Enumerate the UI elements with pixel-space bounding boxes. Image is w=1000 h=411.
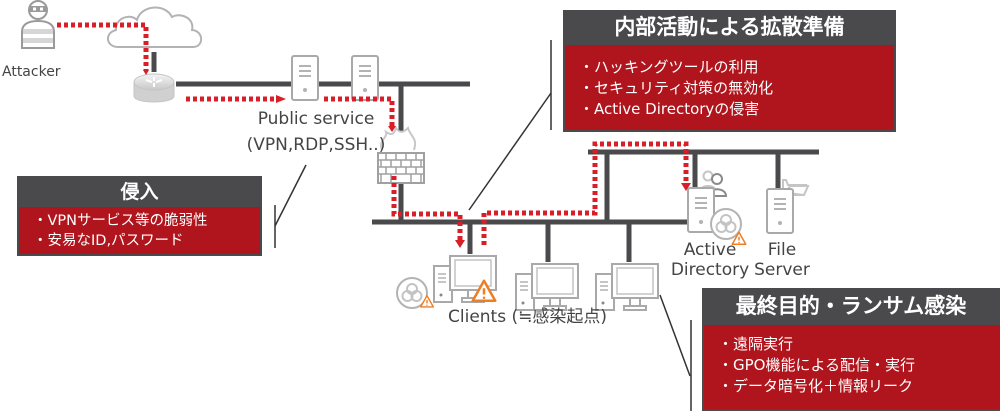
callout-lateral: 内部活動による拡散準備 ・ハッキングツールの利用 ・セキュリティ対策の無効化 ・… (563, 10, 896, 132)
network-lines (151, 52, 819, 262)
callout-final: 最終目的・ランサム感染 ・遠隔実行 ・GPO機能による配信・実行 ・データ暗号化… (702, 288, 1000, 411)
callout-lateral-item: ・セキュリティ対策の無効化 (579, 79, 774, 97)
callout-lateral-body: ・ハッキングツールの利用 ・セキュリティ対策の無効化 ・Active Direc… (563, 42, 896, 132)
public-server-1-icon (291, 55, 319, 101)
attack-arrowheads (143, 70, 691, 248)
callout-final-item: ・遠隔実行 (718, 335, 794, 353)
file-server-icon (766, 188, 794, 234)
client-pc-3-icon (595, 263, 659, 311)
cloud-icon (107, 6, 203, 48)
active-directory-label: Active Directory (670, 240, 750, 280)
attack-path (57, 22, 689, 245)
public-service-label-line2: (VPN,RDP,SSH..) (246, 134, 386, 155)
attacker-label: Attacker (2, 64, 61, 80)
public-service-label-line1: Public service (257, 109, 375, 129)
callout-final-item: ・GPO機能による配信・実行 (718, 356, 916, 374)
ad-biohazard-icon (710, 208, 742, 240)
callout-final-item: ・データ暗号化＋情報リーク (718, 377, 914, 395)
callout-final-body: ・遠隔実行 ・GPO機能による配信・実行 ・データ暗号化＋情報リーク (702, 322, 1000, 411)
arrow-to-ad (681, 183, 691, 191)
router-icon (133, 73, 175, 103)
callout-intrusion-item: ・安易なID,パスワード (33, 233, 184, 249)
callout-intrusion-item: ・VPNサービス等の脆弱性 (33, 213, 208, 229)
callout-connectors (274, 40, 692, 411)
arrow-to-public-service (276, 95, 286, 103)
callout-final-title: 最終目的・ランサム感染 (702, 288, 1000, 322)
arrow-to-client (455, 240, 465, 248)
file-server-label-line1: File (767, 240, 797, 260)
firewall-icon (377, 125, 425, 184)
masked-attacker-icon (21, 0, 55, 49)
callout-intrusion-body: ・VPNサービス等の脆弱性 ・安易なID,パスワード (17, 204, 262, 256)
callout-lateral-item: ・ハッキングツールの利用 (579, 58, 759, 76)
file-server-label-line2: Server (754, 259, 810, 280)
public-service-label: Public service (VPN,RDP,SSH..) (226, 109, 406, 155)
active-directory-label-line2: Directory (670, 259, 750, 280)
clients-label: Clients (≒感染起点) (448, 307, 608, 327)
callout-lateral-title: 内部活動による拡散準備 (563, 10, 896, 42)
callout-intrusion-title: 侵入 (17, 176, 262, 204)
arrow-to-router (143, 70, 149, 75)
callout-intrusion: 侵入 ・VPNサービス等の脆弱性 ・安易なID,パスワード (17, 176, 262, 256)
public-server-2-icon (351, 55, 379, 101)
arrow-to-firewall (388, 126, 396, 132)
callout-lateral-item: ・Active Directoryの侵害 (579, 100, 760, 118)
file-server-label: File Server (752, 240, 812, 280)
active-directory-label-line1: Active (683, 240, 737, 260)
client-pc-2-icon (515, 263, 579, 311)
